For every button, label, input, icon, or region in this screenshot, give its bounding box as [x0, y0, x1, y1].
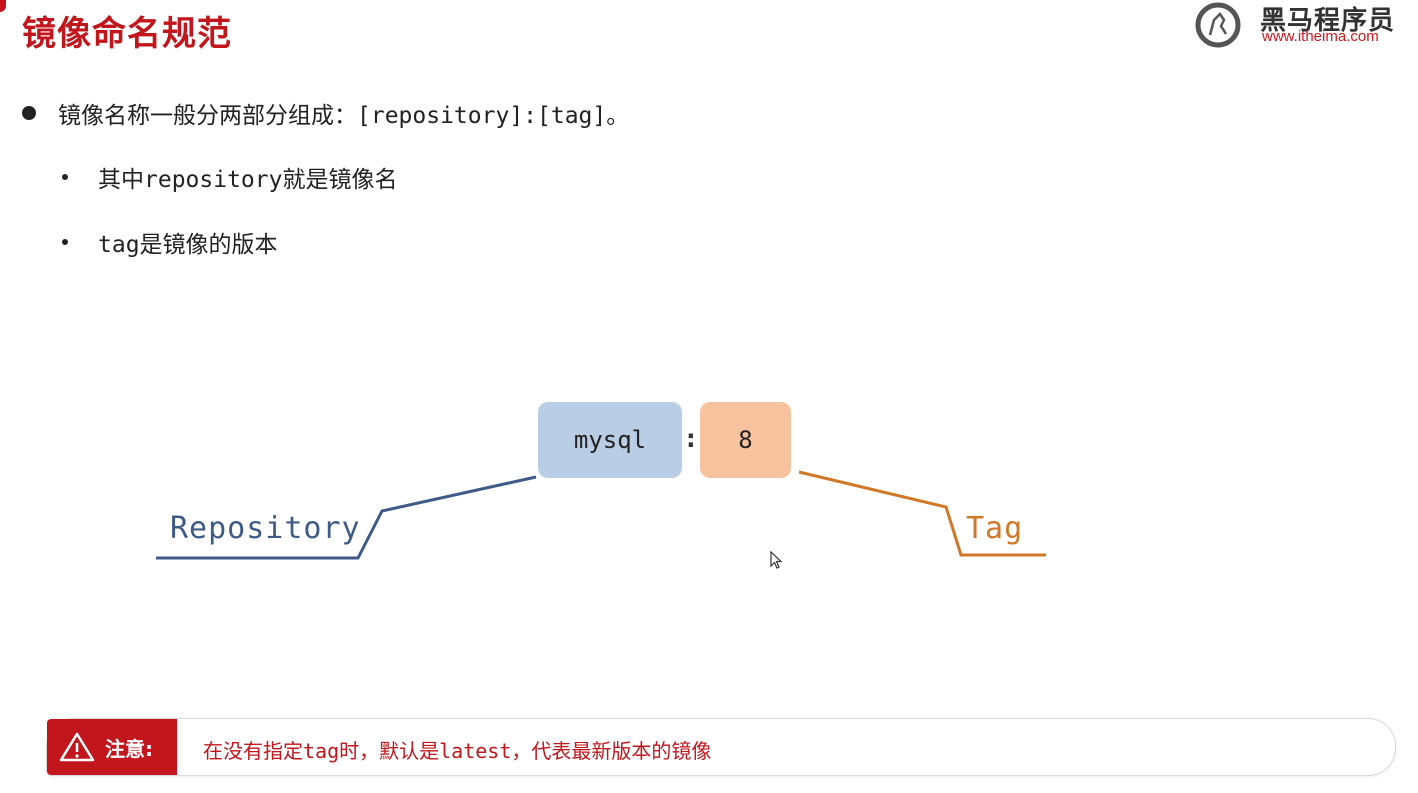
bullet-sub-repository: 其中repository就是镜像名 — [62, 160, 397, 194]
page-title: 镜像命名规范 — [22, 14, 232, 54]
tag-leader-line — [798, 470, 1046, 557]
repository-label: Repository — [170, 511, 361, 546]
note-banner: 注意: 在没有指定tag时，默认是latest，代表最新版本的镜像 — [46, 718, 1396, 776]
bullet-dot — [22, 106, 36, 120]
bullet-sub1-text: 其中repository就是镜像名 — [98, 167, 398, 193]
separator-colon: : — [683, 424, 699, 454]
corner-mark — [0, 0, 6, 12]
brand-logo: 黑马程序员 www.itheima.com — [1188, 2, 1414, 50]
bullet-sub2-text: tag是镜像的版本 — [98, 232, 278, 258]
tag-label: Tag — [966, 511, 1024, 546]
sub-bullet-dot — [62, 174, 68, 180]
mouse-cursor-icon — [770, 551, 783, 569]
repository-box: mysql — [538, 402, 682, 478]
logo-name: 黑马程序员 — [1260, 6, 1396, 36]
bullet-main-text: 镜像名称一般分两部分组成：[repository]:[tag]。 — [58, 103, 630, 129]
logo-url: www.itheima.com — [1262, 28, 1379, 45]
horse-logo-icon — [1195, 2, 1241, 48]
tag-box: 8 — [700, 402, 791, 478]
repository-leader-line — [156, 475, 537, 560]
note-label: 注意: — [105, 736, 153, 761]
sub-bullet-dot — [62, 239, 68, 245]
note-header: 注意: — [47, 719, 177, 775]
note-text: 在没有指定tag时，默认是latest，代表最新版本的镜像 — [203, 739, 712, 763]
warning-triangle-icon — [59, 732, 95, 762]
bullet-main: 镜像名称一般分两部分组成：[repository]:[tag]。 — [22, 96, 629, 130]
bullet-sub-tag: tag是镜像的版本 — [62, 225, 278, 259]
